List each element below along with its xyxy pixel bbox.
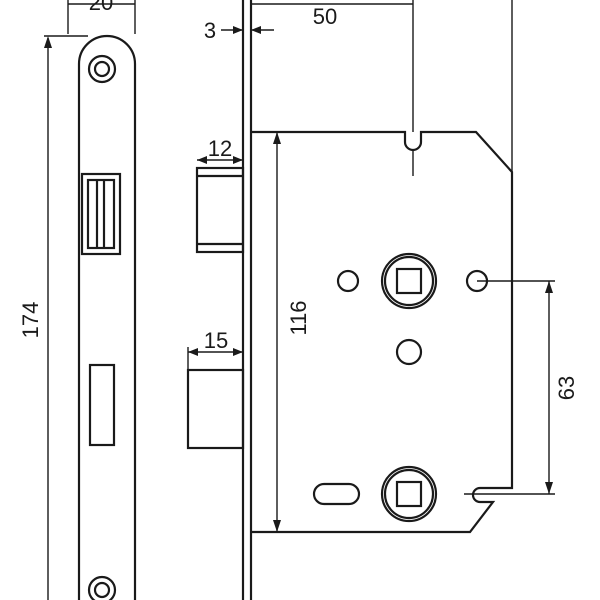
- fixing-hole-left: [336, 269, 360, 293]
- dim-centres: 63: [464, 280, 579, 495]
- lock-side-view: [186, 0, 514, 600]
- lock-case-outline: [251, 130, 514, 534]
- label-latch-projection: 12: [208, 136, 232, 161]
- bottom-screw-hole: [87, 575, 117, 600]
- label-case-height: 116: [286, 300, 311, 335]
- forend-plate: [241, 0, 253, 600]
- case-slot: [312, 482, 361, 506]
- dim-backset: 50: [251, 0, 513, 176]
- follower-top: [380, 252, 438, 310]
- label-faceplate-width: 20: [89, 0, 113, 15]
- dim-faceplate-width: 20: [67, 0, 136, 34]
- follower-bottom: [380, 465, 438, 523]
- label-forend-thickness: 3: [204, 18, 216, 43]
- faceplate-front-view: [77, 34, 137, 600]
- label-faceplate-height: 174: [18, 302, 43, 339]
- dim-faceplate-height: 174: [18, 35, 88, 600]
- latch-opening: [80, 172, 122, 256]
- top-screw-hole: [87, 54, 117, 84]
- label-bolt-projection: 15: [204, 328, 228, 353]
- faceplate-outline: [77, 34, 137, 600]
- dim-bolt-projection: 15: [187, 328, 243, 370]
- deadbolt: [186, 368, 245, 450]
- dim-latch-projection: 12: [197, 136, 243, 164]
- label-centres: 63: [554, 376, 579, 400]
- latch-tongue: [195, 166, 245, 254]
- bolt-opening: [88, 363, 116, 447]
- dim-case-height: 116: [268, 131, 311, 533]
- fixing-hole-centre: [395, 338, 423, 366]
- dim-forend-thickness: 3: [204, 18, 274, 43]
- label-backset: 50: [313, 4, 337, 29]
